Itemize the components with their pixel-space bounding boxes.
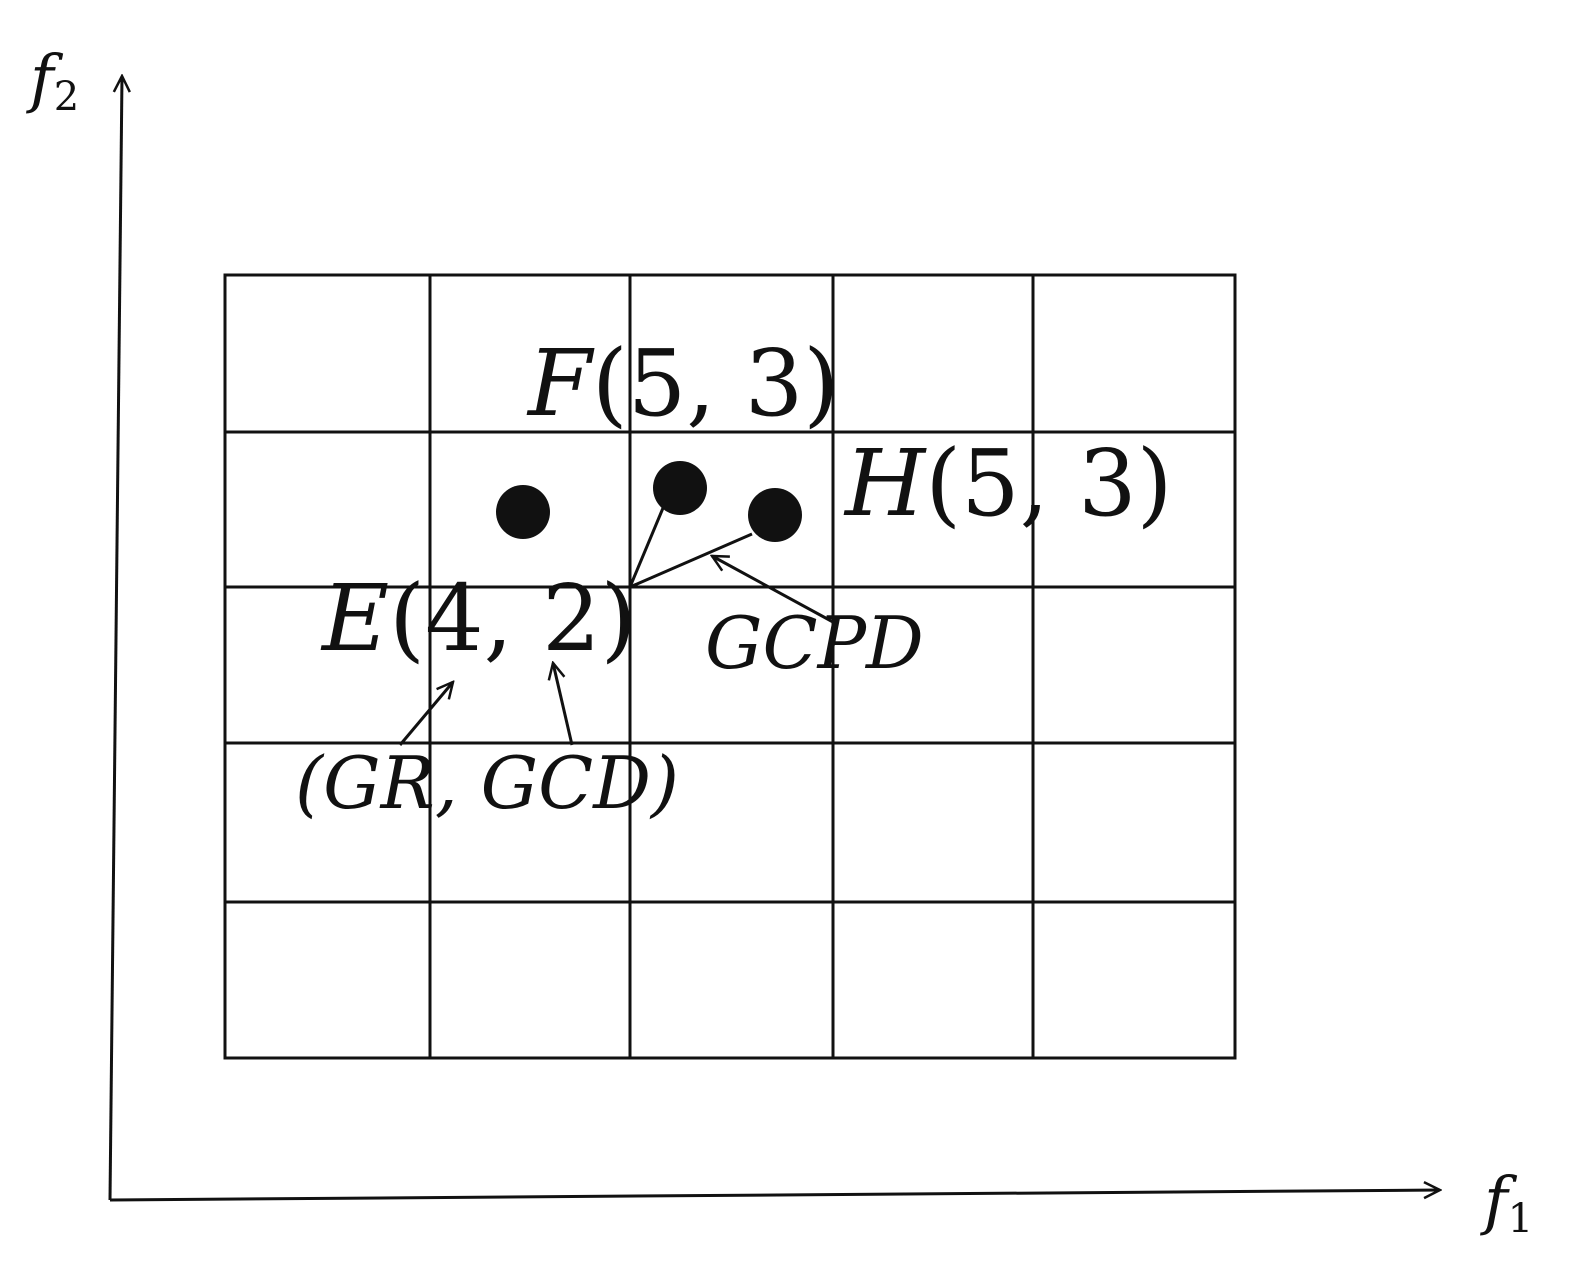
label-h: H(5, 3) — [843, 430, 1173, 537]
grid-outline — [223, 273, 1237, 1060]
label-e: E(4, 2) — [320, 565, 637, 672]
x-axis-label: f1 — [1480, 1164, 1533, 1242]
label-gcpd: GCPD — [705, 601, 924, 685]
gcd-arrow — [553, 663, 574, 746]
y-axis-label: f2 — [26, 42, 79, 120]
point-h — [748, 488, 802, 542]
point-f — [653, 461, 707, 515]
label-gr-gcd: (GR, GCD) — [295, 741, 679, 825]
grid — [223, 273, 1237, 1060]
gcpd-line-h — [629, 532, 753, 589]
point-e — [496, 485, 550, 539]
gcpd-line-f — [628, 507, 665, 588]
label-f: F(5, 3) — [526, 330, 839, 437]
gcpd-arrow — [712, 556, 834, 624]
y-axis — [108, 76, 122, 1201]
gr-arrow — [398, 682, 453, 746]
x-axis — [109, 1190, 1440, 1202]
